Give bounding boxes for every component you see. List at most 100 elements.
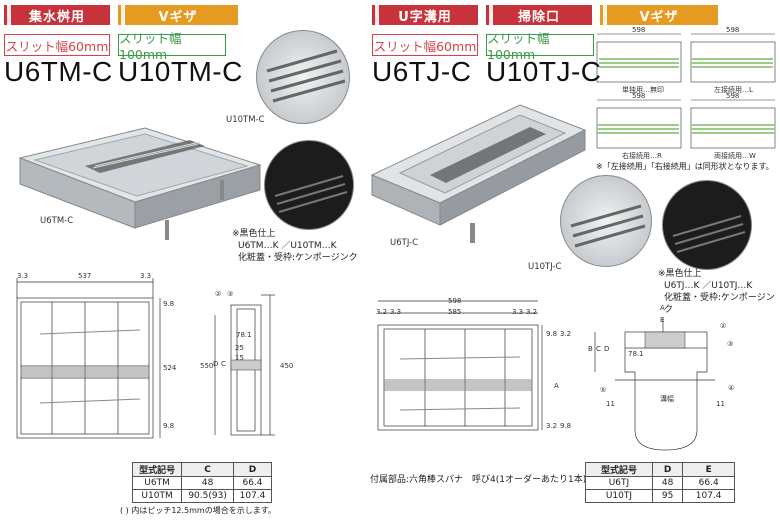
tag-label: U字溝用 (398, 9, 452, 25)
table-header: C (181, 462, 235, 477)
dim-e: E (660, 316, 665, 324)
dim-781-right: 78.1 (628, 350, 644, 358)
pill-label: スリット幅100mm (119, 31, 182, 62)
table-header: E (682, 462, 735, 477)
table-cell: 107.4 (233, 489, 272, 503)
dim-b: B (588, 345, 593, 353)
variant-dim-3: 598 (632, 92, 646, 100)
pill-slit100-right: スリット幅100mm (486, 31, 594, 62)
dim-98c: 9.8 (546, 330, 558, 338)
photo-label-u6tm: U6TM-C (40, 216, 74, 226)
note-line: 化粧蓋・受枠:ケンポージンク (238, 253, 358, 263)
table-cell: U6TJ (585, 476, 653, 490)
variant-label-right: 右接続用…R (622, 152, 662, 160)
dim-mizohaba: 溝幅 (660, 395, 674, 403)
plan-drawing-u6tm (16, 278, 161, 439)
table-header: D (651, 462, 684, 477)
callout-3-left: ③ (227, 290, 234, 298)
finish-note-left: ※黒色仕上 U6TM…K ／U10TM…K 化粧蓋・受枠:ケンポージンク (232, 228, 358, 264)
callout-4-right: ④ (728, 384, 735, 392)
table-cell: U10TJ (585, 489, 653, 503)
pill-label: スリット幅60mm (373, 38, 477, 54)
product-image-u6tm (18, 127, 262, 240)
dim-32d: 3.2 (546, 422, 558, 430)
photo-label-u10tm: U10TM-C (226, 115, 265, 125)
dim-left-98a: 9.8 (163, 300, 175, 308)
dim-11b: 11 (716, 400, 725, 408)
note-line: 化粧蓋・受枠:ケンポージンク (664, 293, 775, 315)
dim-585: 585 (448, 308, 462, 316)
callout-2-right: ② (720, 322, 727, 330)
pill-slit100-left: スリット幅100mm (118, 31, 226, 62)
photo-label-u6tj: U6TJ-C (390, 238, 419, 248)
variant-note: ※「左接続用」「右接続用」は同形状となります。 (596, 162, 774, 171)
tag-label: Vギザ (639, 9, 679, 25)
variant-label-both: 両接続用…W (714, 152, 756, 160)
model-u10tm: U10TM-C (118, 56, 243, 87)
dim-left-a: 3.3 (17, 272, 29, 280)
table-cell: 66.4 (233, 476, 272, 490)
pill-label: スリット幅100mm (487, 31, 550, 62)
pill-slit60-right: スリット幅60mm (372, 34, 478, 56)
plan-drawing-u6tj (377, 300, 543, 431)
dim-c-right: C (596, 345, 601, 353)
dim-d-left: D (213, 360, 219, 368)
model-u6tj: U6TJ-C (372, 56, 472, 87)
model-u10tj: U10TJ-C (486, 56, 602, 87)
callout-5-right: ⑤ (600, 386, 607, 394)
dim-15: 15 (235, 354, 244, 362)
table-cell: 48 (181, 476, 235, 490)
photo-label-u10tj: U10TJ-C (528, 262, 562, 272)
tag-label: 掃除口 (517, 9, 560, 25)
section-drawing-u6tj (594, 318, 715, 451)
table-cell: U10TM (131, 489, 183, 503)
variant-diagrams (596, 33, 776, 149)
tag-vgiza-left: Vギザ (118, 5, 238, 25)
dim-left-98b: 9.8 (163, 422, 175, 430)
variant-dim-4: 598 (726, 92, 740, 100)
tag-vgiza-right: Vギザ (600, 5, 718, 25)
zoom-photo-grate-silver-right (560, 175, 652, 267)
pill-label: スリット幅60mm (5, 38, 109, 54)
accessory-note: 付属部品:六角棒スパナ 呼び4(1オーダーあたり1本) (370, 475, 587, 485)
table-header: D (233, 462, 272, 477)
finish-note-right: ※黒色仕上 U6TJ…K ／U10TJ…K 化粧蓋・受枠:ケンポージンク (658, 268, 780, 316)
dim-25: 25 (235, 344, 244, 352)
dim-left-537: 537 (78, 272, 92, 280)
table-cell: 90.5(93) (181, 489, 235, 503)
note-line: ※黒色仕上 (232, 229, 276, 239)
pill-slit60-left: スリット幅60mm (4, 34, 110, 56)
table-cell: 66.4 (682, 476, 735, 490)
section-drawing-u6tm (214, 294, 275, 436)
tag-label: 集水桝用 (28, 9, 85, 25)
note-line: U6TJ…K ／U10TJ…K (664, 281, 753, 291)
callout-3-right: ③ (727, 340, 734, 348)
dim-598-top: 598 (448, 297, 462, 305)
model-u6tm: U6TM-C (4, 56, 113, 87)
tag-shusuimasu: 集水桝用 (4, 5, 110, 25)
tag-label: Vギザ (158, 9, 198, 25)
table-cell: 48 (651, 476, 684, 490)
variant-label-left: 左接続用…L (714, 86, 753, 94)
dim-550: 550 (200, 362, 214, 370)
table-cell: U6TM (131, 476, 183, 490)
tag-u-channel: U字溝用 (372, 5, 478, 25)
dim-d-right: D (604, 345, 610, 353)
dim-a-section: A (660, 304, 665, 312)
dim-c-left: C (221, 360, 226, 368)
dim-781: 78.1 (236, 331, 252, 339)
dim-98d: 9.8 (560, 422, 572, 430)
tag-cleanout: 掃除口 (486, 5, 592, 25)
dim-32b: 3.2 (526, 308, 538, 316)
dim-left-c: 3.3 (140, 272, 152, 280)
variant-dim-2: 598 (726, 26, 740, 34)
variant-dim-1: 598 (632, 26, 646, 34)
table-cell: 95 (651, 489, 684, 503)
zoom-photo-grate-black-right (662, 180, 752, 270)
zoom-photo-grate-silver (256, 30, 350, 124)
dim-33a: 3.3 (390, 308, 402, 316)
